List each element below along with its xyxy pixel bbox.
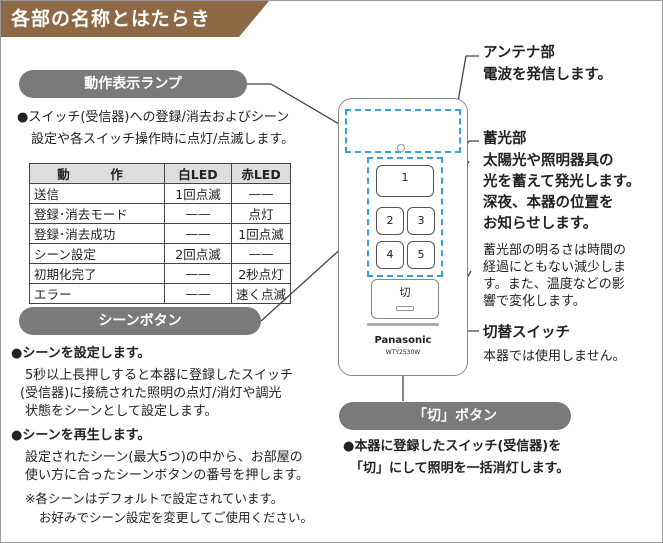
lamp-label: 動作表示ランプ: [19, 70, 247, 98]
scene-button-5-label: 5: [417, 248, 425, 261]
luminous-note-3: す。また、温度などの影: [483, 277, 625, 292]
table-cell: 速く点滅: [230, 283, 292, 304]
table-row: エラー——速く点滅: [29, 283, 292, 304]
lamp-desc-2: 設定や各スイッチ操作時に点灯/点滅します。: [31, 132, 295, 147]
luminous-desc-2: 光を蓄えて発光します。: [483, 174, 641, 190]
lamp-leader: [246, 83, 352, 132]
model-number: WTY2530W: [385, 349, 421, 356]
scene-play-1: 設定されたシーン(最大5つ)の中から、お部屋の: [25, 450, 303, 465]
off-button-luminous-mark: [396, 306, 414, 311]
table-cell: ——: [164, 283, 232, 304]
table-cell: 1回点滅: [230, 223, 292, 244]
off-button-label: 切: [399, 286, 411, 299]
header-bar: [1, 1, 269, 37]
antenna-desc: 電波を発信します。: [483, 67, 613, 83]
table-cell: 送信: [29, 183, 165, 204]
scene-set-2: (受信器)に接続された照明の点灯/消灯や調光: [20, 386, 282, 401]
table-cell: 登録･消去モード: [29, 203, 165, 224]
scene-button-5[interactable]: 5: [407, 241, 435, 269]
col-red-led: 赤LED: [230, 163, 292, 184]
brand-logo: Panasonic: [374, 335, 432, 346]
luminous-area: [367, 157, 443, 277]
antenna-leader: [455, 55, 479, 114]
luminous-desc-1: 太陽光や照明器具の: [483, 153, 614, 169]
table-cell: 2回点滅: [164, 243, 232, 264]
scene-label: シーンボタン: [19, 307, 261, 335]
antenna-title: アンテナ部: [483, 45, 555, 61]
off-label: 「切」ボタン: [339, 402, 571, 430]
col-action: 動 作: [29, 163, 165, 184]
remote-device: 1 2 3 4 5 切 Panasonic WTY2530W: [338, 98, 468, 376]
antenna-area: [345, 109, 461, 153]
table-cell: 登録･消去成功: [29, 223, 165, 244]
luminous-note-2: 経過にともない減少しま: [483, 260, 627, 275]
scene-button-1-label: 1: [401, 171, 409, 184]
table-row: 登録･消去モード——点灯: [29, 203, 292, 224]
table-cell: 1回点滅: [164, 183, 232, 204]
scene-play-2: 使い方に合ったシーンボタンの番号を押します。: [25, 468, 310, 483]
led-lamp-icon: [397, 144, 405, 152]
off-button[interactable]: 切: [371, 279, 439, 319]
table-row: 登録･消去成功——1回点滅: [29, 223, 292, 244]
table-cell: ——: [230, 243, 292, 264]
table-cell: ——: [230, 183, 292, 204]
scene-set-1: 5秒以上長押しすると本器に登録したスイッチ: [25, 368, 294, 383]
scene-button-2[interactable]: 2: [376, 207, 404, 235]
luminous-note-4: 響で変化します。: [483, 294, 586, 309]
table-cell: 点灯: [230, 203, 292, 224]
table-cell: ——: [164, 203, 232, 224]
table-cell: ——: [164, 223, 232, 244]
scene-button-1[interactable]: 1: [376, 165, 434, 197]
off-desc-2: 「切」にして照明を一括消灯します。: [350, 461, 570, 476]
scene-note-1: ※各シーンはデフォルトで設定されています。: [25, 491, 284, 506]
table-header-row: 動 作 白LED 赤LED: [29, 163, 292, 184]
table-cell: エラー: [29, 283, 165, 304]
lamp-desc-1: ●スイッチ(受信器)への登録/消去およびシーン: [17, 110, 290, 125]
scene-set-title: ●シーンを設定します。: [11, 346, 151, 361]
scene-button-3-label: 3: [417, 214, 425, 227]
scene-button-2-label: 2: [386, 214, 394, 227]
luminous-note-1: 蓄光部の明るさは時間の: [483, 243, 627, 258]
mode-switch[interactable]: [367, 323, 439, 326]
scene-play-title: ●シーンを再生します。: [11, 428, 151, 443]
scene-button-3[interactable]: 3: [407, 207, 435, 235]
table-row: 初期化完了——2秒点灯: [29, 263, 292, 284]
scene-set-3: 状態をシーンとして設定します。: [25, 404, 218, 419]
switch-desc: 本器では使用しません。: [483, 349, 626, 364]
luminous-title: 蓄光部: [483, 131, 527, 147]
off-desc-1: ●本器に登録したスイッチ(受信器)を: [343, 439, 562, 454]
table-cell: シーン設定: [29, 243, 165, 264]
luminous-desc-4: お知らせします。: [483, 216, 598, 232]
scene-note-2: お好みでシーン設定を変更してご使用ください。: [39, 510, 314, 525]
luminous-desc-3: 深夜、本器の位置を: [483, 195, 614, 211]
scene-button-4[interactable]: 4: [376, 241, 404, 269]
switch-title: 切替スイッチ: [483, 325, 570, 341]
table-cell: ——: [164, 263, 232, 284]
table-cell: 初期化完了: [29, 263, 165, 284]
scene-button-4-label: 4: [386, 248, 394, 261]
page-title: 各部の名称とはたらき: [11, 8, 211, 30]
table-cell: 2秒点灯: [230, 263, 292, 284]
col-white-led: 白LED: [164, 163, 232, 184]
